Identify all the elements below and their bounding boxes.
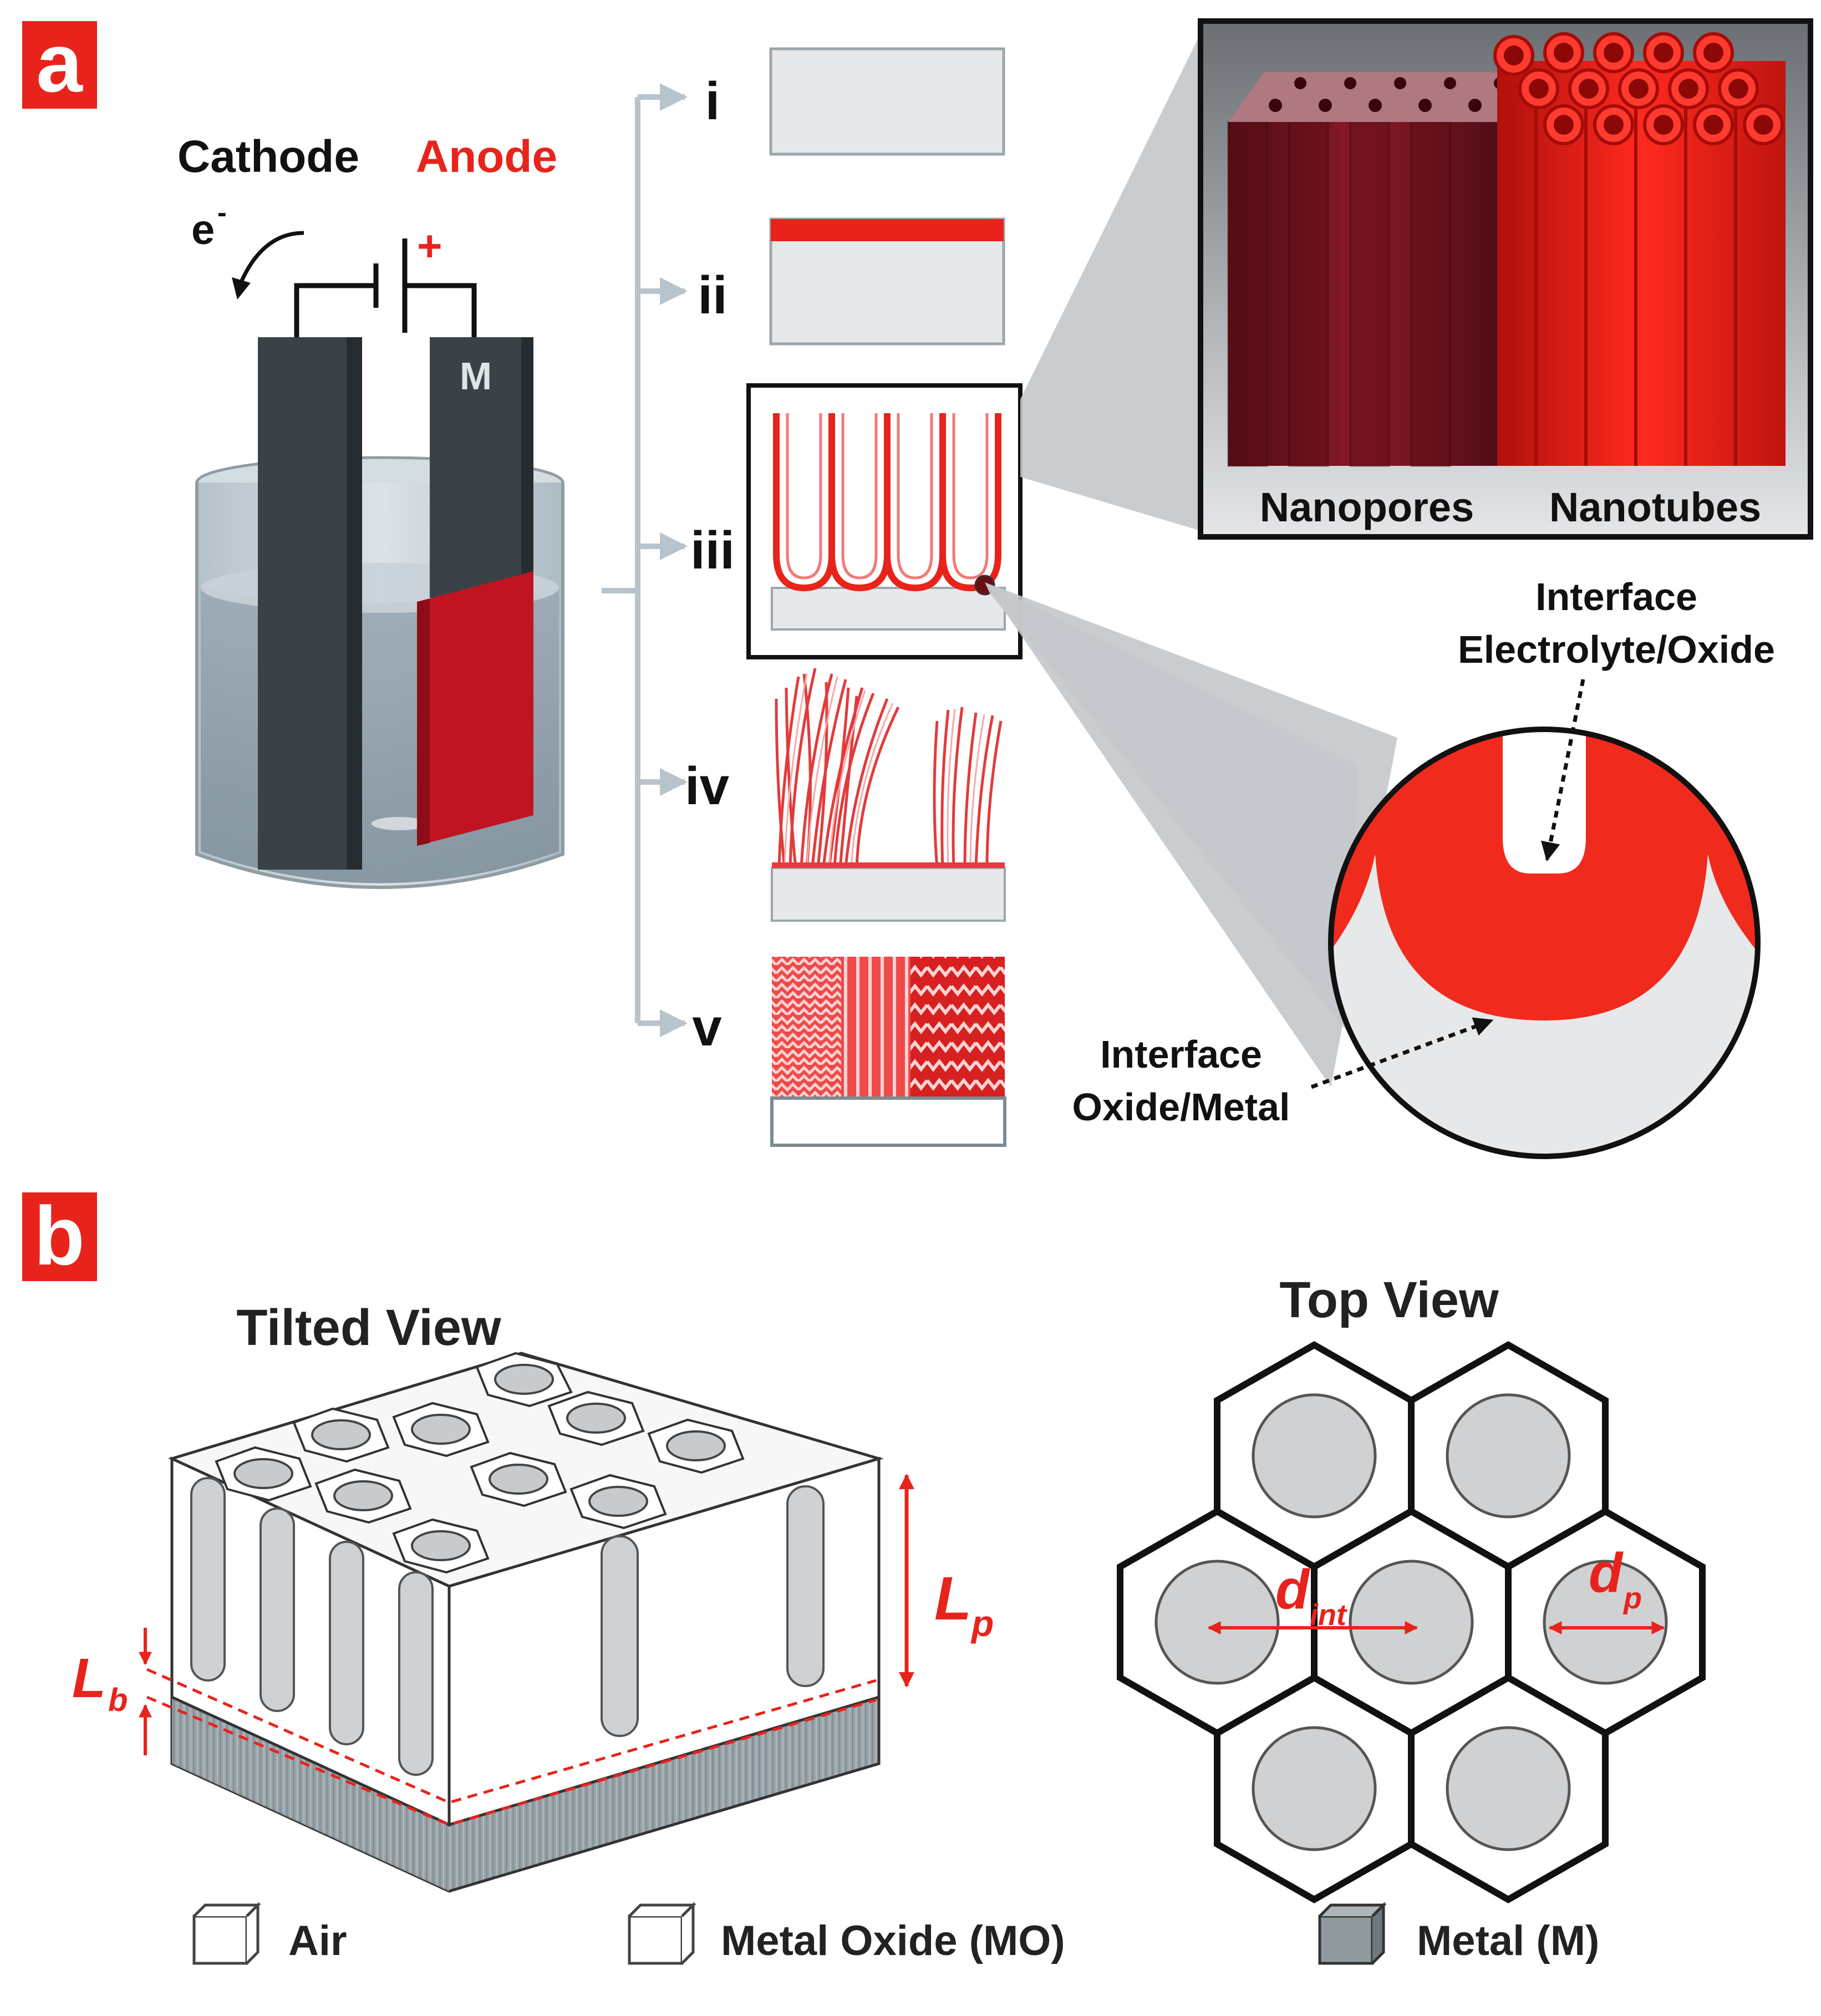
nanopores-block <box>1227 72 1528 467</box>
anode-electrode: M <box>417 337 533 846</box>
pore <box>1446 1393 1571 1519</box>
panel-a-badge: a <box>22 16 97 109</box>
legend-metal-label: Metal (M) <box>1417 1917 1599 1964</box>
lp-label: L <box>934 1565 971 1633</box>
step-iv-label: iv <box>685 756 729 816</box>
nanopores-label: Nanopores <box>1260 484 1474 530</box>
cathode-label: Cathode <box>177 131 359 182</box>
nanotubes-block <box>1493 32 1786 466</box>
nanostructure-inset: Nanopores Nanotubes <box>1198 18 1813 540</box>
electron-superscript: - <box>217 197 227 228</box>
electron-arrow <box>236 231 304 290</box>
metal-label: M <box>460 354 492 398</box>
anode-label: Anode <box>416 131 557 182</box>
legend-oxide-swatch <box>628 1901 697 1965</box>
pore <box>1446 1726 1571 1851</box>
lp-subscript: p <box>970 1603 994 1644</box>
barrier-bottom-line <box>146 1695 877 1826</box>
lb-subscript: b <box>108 1682 128 1718</box>
legend-metal-swatch <box>1318 1901 1387 1965</box>
legend-air-label: Air <box>288 1917 347 1964</box>
cathode-electrode <box>258 337 362 870</box>
dp-subscript: p <box>1622 1582 1642 1615</box>
electron-label: e <box>191 206 215 253</box>
interface-oxide-arrow <box>1310 1017 1494 1089</box>
plus-sign: + <box>417 221 442 270</box>
dint-label: d <box>1275 1558 1310 1621</box>
interface-electrolyte-line2: Electrolyte/Oxide <box>1458 628 1775 671</box>
step-v-label: v <box>692 998 721 1057</box>
branch-tree <box>602 83 688 1037</box>
zoom-wedge-inset <box>1020 22 1206 532</box>
top-view-title: Top View <box>1279 1272 1499 1328</box>
anodized-metal-plate <box>417 571 533 846</box>
nanotubes-label: Nanotubes <box>1549 484 1761 530</box>
legend-oxide-label: Metal Oxide (MO) <box>721 1917 1065 1964</box>
interface-electrolyte-line1: Interface <box>1535 575 1697 618</box>
dp-label: d <box>1589 1542 1624 1604</box>
legend: Air Metal Oxide (MO) Metal (M) <box>192 1901 1599 1965</box>
step-ii-label: ii <box>698 266 727 325</box>
interface-zoom-circle <box>1328 727 1761 1159</box>
pore <box>1252 1393 1377 1519</box>
dint-subscript: int <box>1310 1598 1347 1632</box>
step-i-substrate <box>769 47 1005 156</box>
pore <box>1252 1726 1377 1851</box>
legend-air-swatch <box>192 1901 262 1965</box>
step-iv-nanotubes-bundles <box>771 668 1006 922</box>
step-ii-compact-oxide <box>769 217 1005 346</box>
tilted-view-block <box>146 1352 884 1893</box>
pore <box>1349 1560 1474 1685</box>
panel-b-badge: b <box>22 1189 97 1282</box>
step-iii-porous-oxide <box>746 383 1023 659</box>
lb-label: L <box>72 1647 106 1709</box>
panel-a-label: a <box>36 16 83 109</box>
step-iii-label: iii <box>690 521 735 580</box>
electron-flow: e - <box>191 197 304 299</box>
step-i-label: i <box>705 72 720 131</box>
top-view-hexagons <box>1117 1341 1706 1903</box>
interface-electrolyte-arrow <box>1541 679 1585 862</box>
step-v-multilayer-oxide <box>770 957 1006 1147</box>
circuit-wires <box>294 238 477 338</box>
pore <box>1154 1560 1280 1685</box>
interface-oxide-line1: Interface <box>1100 1033 1262 1076</box>
interface-oxide-line2: Oxide/Metal <box>1072 1085 1290 1129</box>
panel-b-label: b <box>34 1189 85 1282</box>
tilted-view-title: Tilted View <box>236 1299 501 1356</box>
